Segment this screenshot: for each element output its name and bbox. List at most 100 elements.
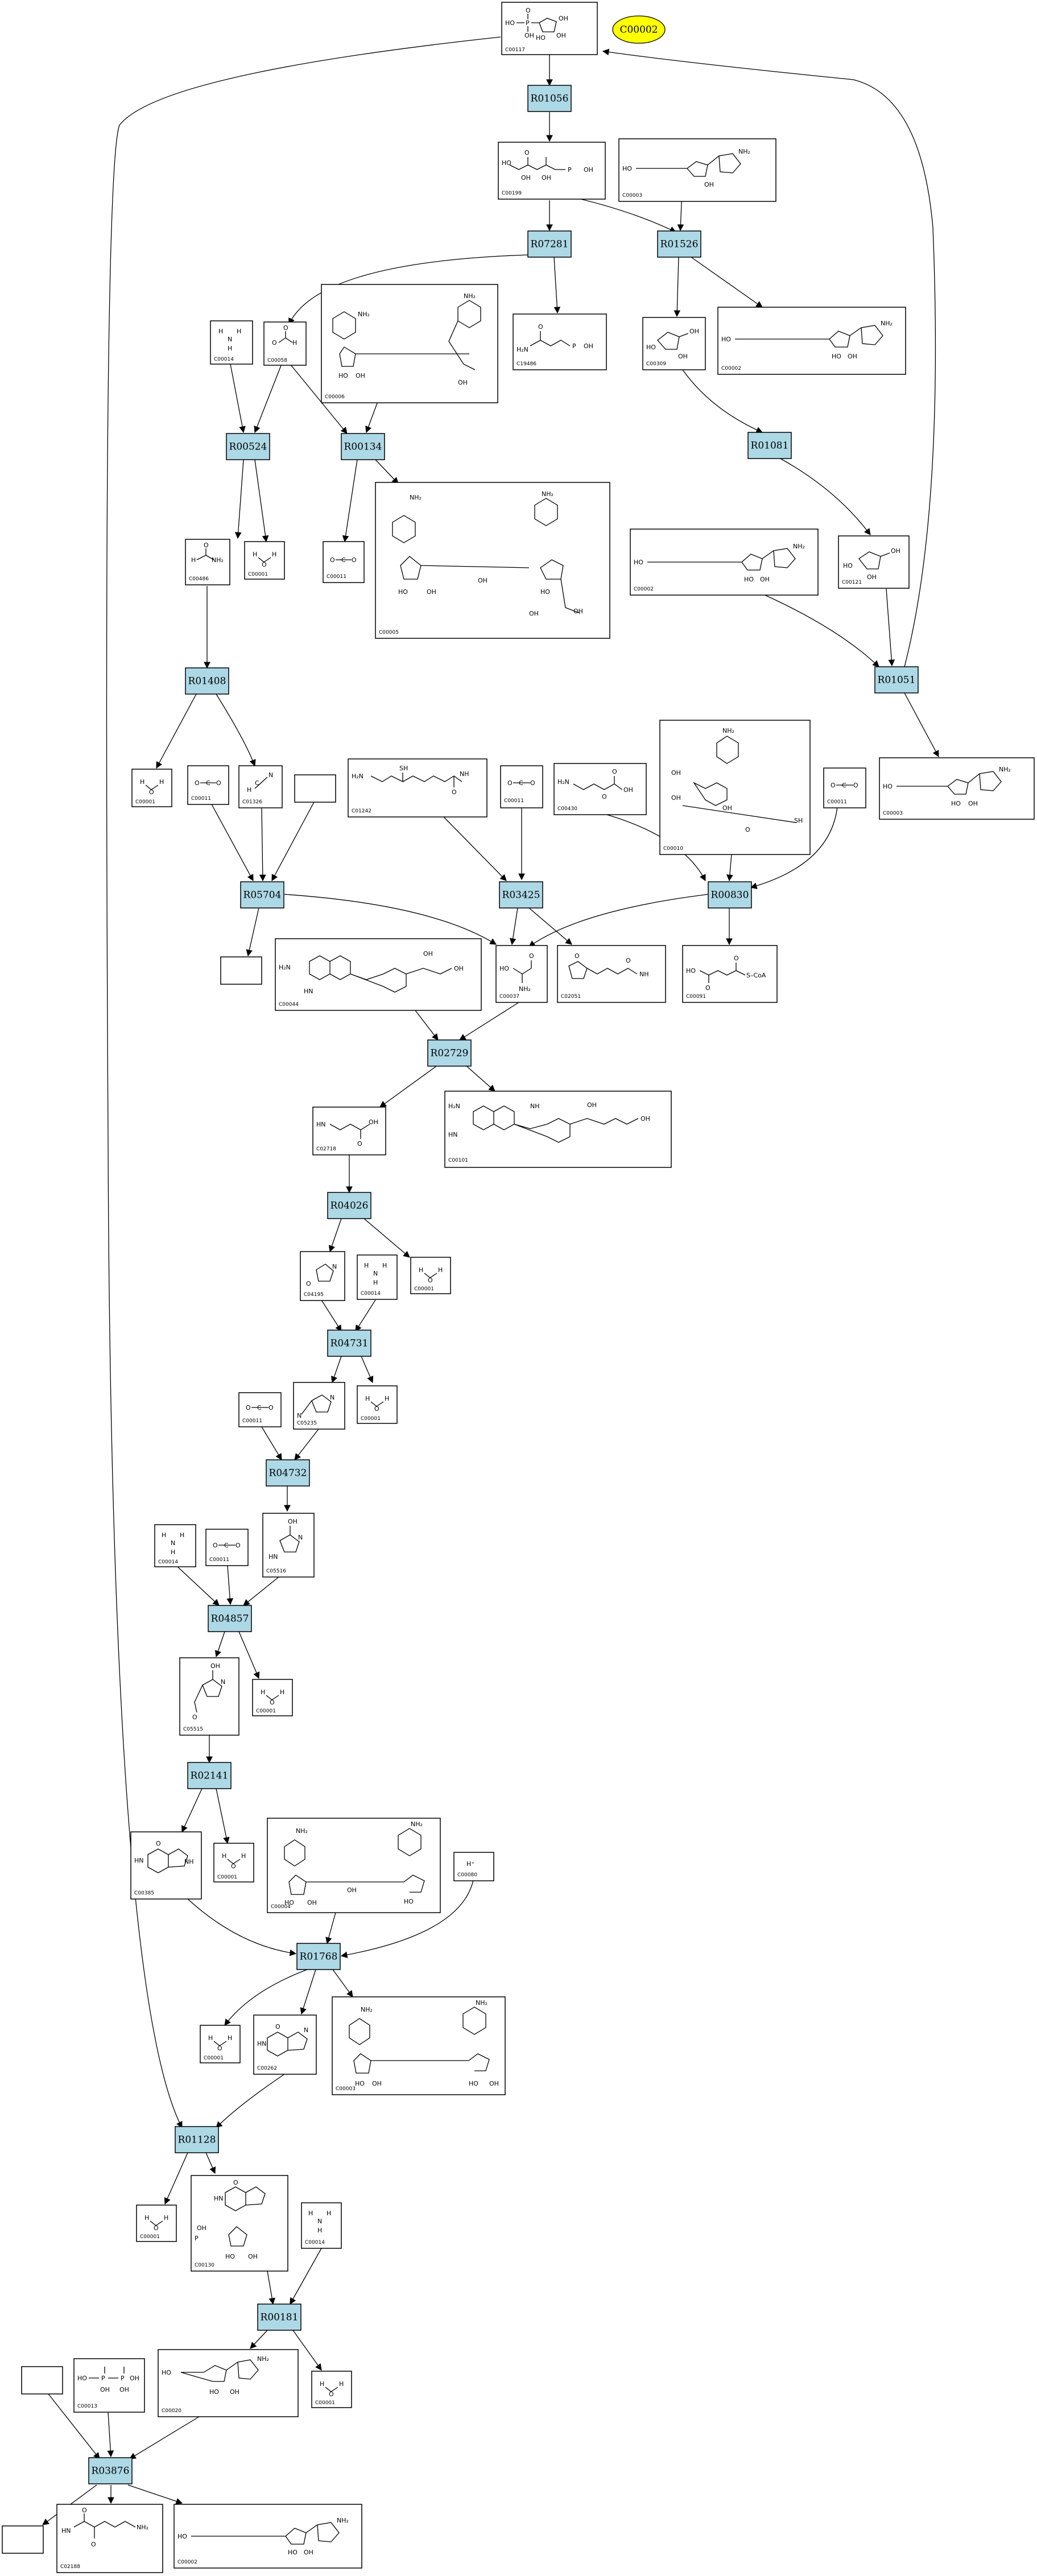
compound-node[interactable]: HO NH₂ HO OH C00002 — [630, 529, 819, 596]
compound-node[interactable]: HO NH₂ HO OH C00003 — [879, 757, 1035, 820]
svg-text:OH: OH — [423, 950, 433, 957]
compound-node[interactable]: HO NH₂ HO OH C00002 — [717, 307, 906, 375]
svg-text:H: H — [373, 1279, 378, 1286]
svg-text:N: N — [297, 1412, 301, 1419]
compound-node[interactable]: H N H H C00014 — [210, 320, 253, 365]
compound-node[interactable]: O N C04195 — [300, 1251, 345, 1301]
compound-node[interactable]: H C N C01326 — [238, 765, 283, 808]
svg-text:P: P — [101, 2375, 105, 2382]
structure-icon: NH₂ OH OH SH O OH — [671, 727, 803, 833]
compound-node[interactable]: O C O C00011 — [500, 765, 543, 808]
reaction-node[interactable]: R07281 — [527, 230, 572, 258]
svg-text:H: H — [222, 1852, 226, 1860]
compound-node[interactable]: H O H C00001 — [410, 1257, 451, 1294]
svg-text:HO: HO — [744, 576, 754, 583]
reaction-node[interactable]: R01526 — [657, 230, 701, 258]
compound-node[interactable]: H O H C00001 — [136, 2205, 177, 2242]
compound-node[interactable]: HO NH₂ HO OH C00002 — [173, 2504, 362, 2569]
compound-node[interactable]: HO P P OH OH OH C00013 — [73, 2358, 145, 2413]
reaction-node[interactable]: R01056 — [527, 85, 572, 112]
compound-node[interactable]: O HN N C00262 — [253, 2014, 317, 2075]
compound-node[interactable]: HN OH O C02718 — [312, 1107, 386, 1155]
compound-node[interactable]: H₂N HN OH OH NH C00101 — [444, 1091, 672, 1168]
compound-node[interactable]: H N H H C00014 — [357, 1254, 398, 1300]
compound-node[interactable]: H N H H C00014 — [301, 2202, 342, 2249]
reaction-node[interactable]: R04026 — [327, 1192, 371, 1219]
compound-node[interactable]: H O H C00001 — [252, 1679, 293, 1716]
compound-node-unlabeled[interactable] — [21, 2366, 63, 2395]
compound-node[interactable]: HO OH OH C00309 — [642, 317, 706, 370]
compound-node[interactable]: HO O OH OH P OH C00199 — [498, 142, 606, 200]
compound-node[interactable]: OH O N C05515 — [179, 1657, 239, 1736]
reaction-label: R04731 — [330, 1338, 369, 1349]
compound-node[interactable]: H₂N O OH O C00430 — [553, 763, 647, 815]
compound-node-unlabeled[interactable] — [294, 774, 336, 803]
reaction-node[interactable]: R01408 — [185, 667, 229, 695]
svg-text:O: O — [352, 556, 357, 564]
svg-text:O: O — [626, 957, 631, 964]
compound-node[interactable]: NH₂ NH₂ HO OH HO OH C00004 — [267, 1818, 441, 1913]
reaction-label: R07281 — [531, 239, 569, 250]
compound-node[interactable]: H₂N SH NH O C01242 — [348, 758, 487, 818]
compound-node[interactable]: O HN OH P HO OH C00130 — [191, 2175, 288, 2272]
svg-text:OH: OH — [678, 353, 688, 360]
reaction-label: R00830 — [711, 890, 749, 901]
compound-node[interactable]: HO OH OH C00121 — [838, 535, 910, 589]
compound-node[interactable]: NH₂ OH OH SH O OH C00010 — [659, 720, 811, 855]
compound-node[interactable]: O C O C00011 — [187, 765, 229, 805]
compound-node[interactable]: NH₂ NH₂ HO OH OH C00006 — [321, 284, 498, 403]
compound-node[interactable]: NH₂ NH₂ HO OH HO OH C00003 — [332, 1996, 506, 2095]
compound-node-unlabeled[interactable] — [2, 2525, 44, 2554]
edge — [340, 1880, 474, 1958]
reaction-node[interactable]: R05704 — [240, 881, 284, 909]
reaction-node[interactable]: R01081 — [747, 432, 792, 459]
compound-node[interactable]: O C O C00011 — [323, 541, 365, 583]
compound-node[interactable]: O HN NH₂ O C02188 — [56, 2504, 163, 2573]
reaction-node[interactable]: R00524 — [226, 433, 270, 460]
compound-node[interactable]: H O H C00001 — [357, 1385, 398, 1424]
compound-node[interactable]: O HN NH C00385 — [130, 1831, 202, 1900]
svg-text:N: N — [304, 2026, 308, 2034]
compound-node[interactable]: N N C05235 — [293, 1382, 345, 1430]
compound-node-unlabeled[interactable] — [220, 956, 262, 985]
reaction-node[interactable]: R04732 — [266, 1459, 310, 1487]
compound-node[interactable]: H N H H C00014 — [154, 1524, 196, 1567]
compound-node[interactable]: HO O NH₂ C00037 — [495, 945, 548, 1003]
compound-node[interactable]: H O H C00001 — [244, 541, 285, 580]
compound-node[interactable]: OH HN N C05516 — [262, 1513, 315, 1578]
reaction-node[interactable]: R01128 — [175, 2126, 219, 2153]
reaction-node[interactable]: R04731 — [327, 1330, 371, 1357]
reaction-node[interactable]: R03425 — [499, 881, 543, 909]
compound-node[interactable]: O H O C00058 — [263, 321, 307, 366]
svg-text:C00037: C00037 — [499, 994, 519, 1000]
compound-node[interactable]: O C O C00011 — [205, 1529, 249, 1566]
reaction-node[interactable]: R02141 — [187, 1762, 232, 1789]
compound-node[interactable]: H O NH₂ C00486 — [185, 539, 230, 585]
compound-node[interactable]: H O H C00001 — [131, 769, 172, 807]
reaction-node[interactable]: R03876 — [88, 2457, 133, 2484]
reaction-node[interactable]: R00134 — [341, 433, 385, 460]
compound-node[interactable]: HO NH₂ OH C00003 — [618, 138, 776, 202]
compound-node[interactable]: H O H C00001 — [213, 1843, 254, 1883]
compound-node[interactable]: HO O S–CoA O C00091 — [682, 945, 778, 1003]
compound-node[interactable]: HO P O OH OH HO OH C00117 — [501, 2, 598, 55]
structure-icon: HO NH₂ HO OH — [634, 543, 805, 583]
reaction-node[interactable]: R02729 — [427, 1039, 472, 1067]
compound-node[interactable]: O NH O C02051 — [557, 945, 666, 1003]
reaction-node[interactable]: R01051 — [874, 666, 919, 693]
compound-node[interactable]: H₂N O P OH C19486 — [513, 313, 607, 370]
reaction-node[interactable]: R01768 — [296, 1943, 341, 1970]
compound-node[interactable]: O C O C00011 — [238, 1392, 282, 1427]
compound-node[interactable]: H O H C00001 — [311, 2371, 352, 2408]
compound-node[interactable]: H⁺ C00080 — [453, 1852, 494, 1881]
reaction-node[interactable]: R00830 — [708, 881, 752, 909]
compound-node[interactable]: H O H C00001 — [200, 2025, 241, 2063]
compound-node[interactable]: O C O C00011 — [823, 767, 866, 808]
reaction-node[interactable]: R04857 — [208, 1605, 252, 1632]
svg-text:OH: OH — [689, 328, 699, 335]
reaction-node[interactable]: R00181 — [257, 2303, 301, 2331]
start-compound[interactable]: C00002 — [612, 15, 666, 44]
compound-node[interactable]: HO NH₂ HO OH C00020 — [158, 2349, 299, 2417]
compound-node[interactable]: H₂N OH OH HN C00044 — [275, 938, 482, 1011]
compound-node[interactable]: NH₂ NH₂ HO OH HO OH OH OH C00005 — [375, 482, 610, 639]
